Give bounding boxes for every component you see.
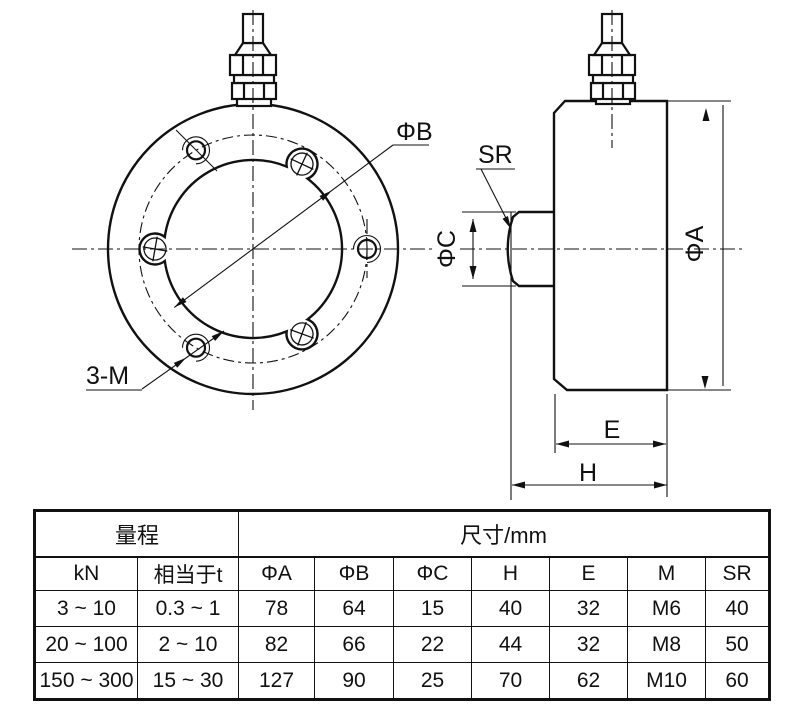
cell: 50 (705, 626, 771, 663)
cell: 60 (705, 662, 771, 700)
mounting-hole-bottom-left (181, 333, 211, 362)
cell: 62 (549, 662, 629, 700)
table-row: 20 ~ 100 2 ~ 10 82 66 22 44 32 M8 50 (34, 626, 771, 663)
col-header-e: E (549, 556, 629, 591)
table-row: 150 ~ 300 15 ~ 30 127 90 25 70 62 M10 60 (34, 662, 771, 700)
cover-screw-top-right-icon (290, 152, 314, 176)
col-header-phi-c: ΦC (393, 556, 473, 591)
dim-phi-a: ΦA (667, 100, 731, 391)
col-header-t: 相当于t (136, 556, 240, 591)
cell: 0.3 ~ 1 (136, 590, 240, 627)
cell: 40 (471, 590, 551, 627)
dim-e: E (554, 394, 668, 497)
col-header-kn: kN (34, 556, 138, 591)
three-m-label: 3-M (86, 362, 129, 390)
note-sr: SR (476, 141, 515, 229)
cell: 150 ~ 300 (34, 662, 138, 700)
phi-a-label: ΦA (681, 225, 709, 262)
h-label: H (579, 459, 597, 487)
dim-phi-c: ΦC (433, 211, 516, 287)
mounting-hole-right (352, 219, 382, 278)
front-view: ΦB 3-M (72, 10, 436, 410)
col-header-h: H (471, 556, 551, 591)
spec-table: 量程 尺寸/mm kN 相当于t ΦA ΦB ΦC H E M SR 3 ~ 1… (33, 509, 772, 701)
col-header-sr: SR (705, 556, 771, 591)
cell: M6 (627, 590, 707, 627)
dims-group-header: 尺寸/mm (238, 510, 771, 558)
dim-phi-b: ΦB (173, 118, 433, 308)
cell: 15 ~ 30 (136, 662, 240, 700)
cell: 40 (705, 590, 771, 627)
mounting-hole-top-left (175, 129, 218, 172)
table-group-header-row: 量程 尺寸/mm (33, 510, 771, 558)
cell: 2 ~ 10 (136, 626, 240, 663)
cell: 78 (238, 590, 316, 627)
cell: 32 (549, 626, 629, 663)
side-body-outline (552, 99, 669, 392)
col-header-m: M (627, 556, 707, 591)
cell: 66 (314, 626, 395, 663)
cover-screw-left-icon (142, 236, 168, 262)
cell: 82 (238, 626, 316, 663)
sr-label: SR (478, 141, 513, 169)
cell: 32 (549, 590, 629, 627)
cell: 20 ~ 100 (34, 626, 138, 663)
cell: 22 (393, 626, 473, 663)
table-row: 3 ~ 10 0.3 ~ 1 78 64 15 40 32 M6 40 (34, 590, 771, 627)
range-group-header: 量程 (33, 510, 240, 558)
cell: 127 (238, 662, 316, 700)
cell: 3 ~ 10 (34, 590, 138, 627)
table-column-header-row: kN 相当于t ΦA ΦB ΦC H E M SR (34, 556, 771, 591)
cell: M10 (627, 662, 707, 700)
cell: 25 (393, 662, 473, 700)
col-header-phi-a: ΦA (238, 556, 316, 591)
dim-h: H (512, 459, 667, 489)
cell: 70 (471, 662, 551, 700)
cell: 15 (393, 590, 473, 627)
side-view: SR ΦC ΦA (433, 10, 742, 500)
cell: 44 (471, 626, 551, 663)
phi-c-label: ΦC (433, 230, 461, 268)
phi-b-label: ΦB (396, 118, 433, 146)
front-inner-cover-outline (138, 147, 344, 351)
cell: 64 (314, 590, 395, 627)
cover-screw-bottom-right-icon (290, 321, 314, 346)
cell: M8 (627, 626, 707, 663)
cell: 90 (314, 662, 395, 700)
col-header-phi-b: ΦB (314, 556, 395, 591)
note-three-m: 3-M (86, 330, 225, 391)
technical-drawing: ΦB 3-M (72, 10, 742, 500)
e-label: E (604, 416, 621, 444)
